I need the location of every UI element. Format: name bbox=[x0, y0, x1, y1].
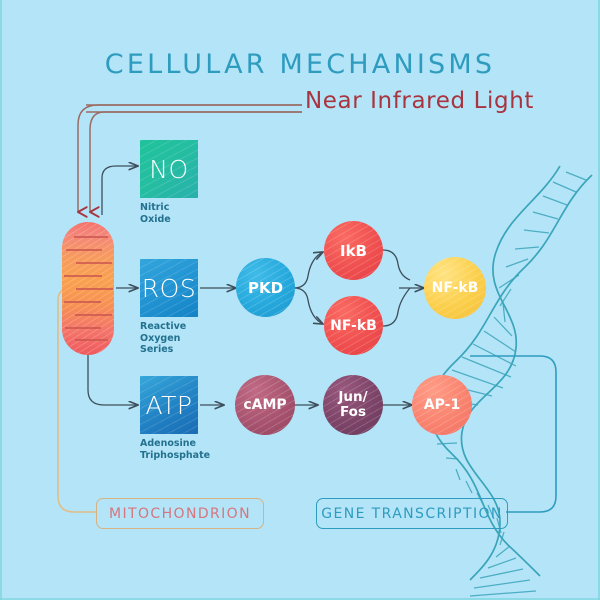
node-atp[interactable]: ATP bbox=[140, 376, 198, 434]
gene-transcription-label[interactable]: GENE TRANSCRIPTION bbox=[316, 498, 508, 529]
node-ap1-label: AP-1 bbox=[423, 397, 461, 413]
node-camp[interactable]: cAMP bbox=[235, 375, 295, 435]
arrow-pkd-split bbox=[293, 252, 323, 324]
node-junfos[interactable]: Jun/Fos bbox=[323, 375, 383, 435]
page-subtitle: Near Infrared Light bbox=[304, 88, 534, 114]
node-no-caption: Nitric Oxide bbox=[140, 202, 171, 225]
node-ros[interactable]: ROS bbox=[140, 259, 198, 317]
node-junfos-label: Jun/Fos bbox=[338, 389, 368, 420]
node-no[interactable]: NO bbox=[140, 140, 198, 198]
node-nfkb-yellow[interactable]: NF-kB bbox=[424, 257, 486, 319]
node-pkd[interactable]: PKD bbox=[236, 258, 295, 317]
mitochondrion-label[interactable]: MITOCHONDRION bbox=[96, 498, 264, 529]
title-rule-lines bbox=[86, 104, 302, 113]
node-ros-caption: Reactive Oxygen Series bbox=[140, 321, 187, 355]
arrow-mito-to-atp bbox=[87, 355, 138, 405]
node-atp-label: ATP bbox=[145, 390, 193, 420]
node-nfkb-red[interactable]: NF-kB bbox=[324, 296, 383, 355]
node-nfkb-red-label: NF-kB bbox=[330, 317, 377, 334]
page-title: CELLULAR MECHANISMS bbox=[104, 49, 496, 80]
node-atp-caption: Adenosine Triphosphate bbox=[140, 438, 211, 461]
arrow-merge-to-nfkb bbox=[382, 249, 424, 327]
mitochondrion-organelle bbox=[62, 222, 114, 355]
node-ap1[interactable]: AP-1 bbox=[412, 375, 472, 435]
node-pkd-label: PKD bbox=[247, 278, 284, 297]
node-no-label: NO bbox=[149, 154, 189, 184]
near-infrared-light-arrows bbox=[78, 104, 302, 212]
node-ros-label: ROS bbox=[141, 273, 197, 303]
node-ikb[interactable]: IkB bbox=[324, 221, 383, 280]
node-nfkb-yellow-label: NF-kB bbox=[431, 280, 479, 296]
arrow-mito-to-no bbox=[101, 166, 138, 215]
node-ikb-label: IkB bbox=[340, 241, 367, 260]
connector-gene-transcription-label bbox=[470, 355, 557, 513]
node-camp-label: cAMP bbox=[243, 397, 287, 413]
